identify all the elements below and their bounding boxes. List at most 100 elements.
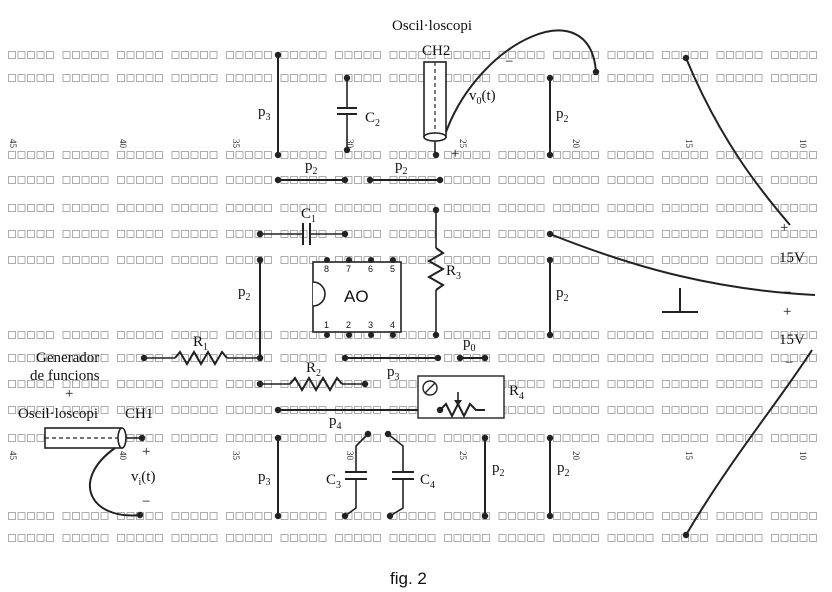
breadboard-hole bbox=[482, 230, 490, 238]
breadboard-hole bbox=[145, 204, 154, 212]
column-number-bottom-25: 25 bbox=[458, 451, 468, 461]
breadboard-hole bbox=[617, 51, 625, 59]
breadboard-hole bbox=[617, 534, 625, 542]
connection-dot bbox=[682, 54, 690, 62]
breadboard-hole bbox=[418, 204, 426, 212]
breadboard-hole bbox=[100, 176, 109, 184]
breadboard-hole bbox=[527, 204, 535, 212]
label-generator-plus: + bbox=[65, 386, 73, 402]
breadboard-hole bbox=[591, 256, 599, 264]
breadboard-hole bbox=[681, 434, 689, 442]
breadboard-hole bbox=[591, 204, 599, 212]
connection-dot bbox=[343, 146, 351, 154]
breadboard-hole bbox=[581, 331, 590, 339]
breadboard-hole bbox=[745, 204, 753, 212]
label-r1: R1 bbox=[193, 334, 208, 353]
breadboard-hole bbox=[389, 74, 398, 82]
label-vi: vi(t) bbox=[131, 469, 155, 488]
breadboard-hole bbox=[373, 380, 381, 388]
breadboard-hole bbox=[46, 230, 54, 238]
breadboard-hole bbox=[335, 151, 343, 159]
breadboard-hole bbox=[626, 74, 635, 82]
breadboard-hole bbox=[681, 176, 689, 184]
breadboard-hole bbox=[100, 534, 109, 542]
breadboard-hole bbox=[726, 204, 734, 212]
breadboard-hole bbox=[190, 512, 199, 520]
breadboard-hole bbox=[780, 354, 789, 362]
breadboard-hole bbox=[344, 534, 353, 542]
breadboard-hole bbox=[27, 176, 35, 184]
breadboard-hole bbox=[145, 380, 154, 388]
breadboard-hole bbox=[126, 176, 135, 184]
breadboard-hole bbox=[8, 434, 16, 442]
breadboard-hole bbox=[171, 534, 180, 542]
connection-dot bbox=[274, 151, 282, 159]
breadboard-hole bbox=[399, 151, 407, 159]
connection-dot bbox=[138, 434, 146, 442]
breadboard-hole bbox=[472, 176, 481, 184]
breadboard-hole bbox=[145, 331, 154, 339]
breadboard-hole bbox=[581, 176, 590, 184]
breadboard-hole bbox=[790, 51, 798, 59]
breadboard-hole bbox=[389, 380, 398, 388]
breadboard-hole bbox=[617, 380, 625, 388]
breadboard-hole bbox=[235, 434, 244, 442]
breadboard-hole bbox=[117, 176, 125, 184]
breadboard-hole bbox=[581, 151, 590, 159]
column-number-bottom-35: 35 bbox=[231, 451, 241, 461]
breadboard-hole bbox=[408, 51, 417, 59]
breadboard-hole bbox=[36, 380, 45, 388]
breadboard-hole bbox=[145, 176, 154, 184]
breadboard-hole bbox=[145, 230, 154, 238]
breadboard-hole bbox=[318, 151, 327, 159]
breadboard-hole bbox=[780, 230, 789, 238]
breadboard-hole bbox=[418, 512, 426, 520]
breadboard-hole bbox=[607, 230, 616, 238]
breadboard-hole bbox=[136, 406, 144, 414]
breadboard-hole bbox=[562, 51, 571, 59]
breadboard-hole bbox=[181, 434, 189, 442]
breadboard-hole bbox=[527, 176, 535, 184]
breadboard-hole bbox=[482, 151, 490, 159]
capacitor-c2 bbox=[337, 78, 357, 150]
breadboard-hole bbox=[399, 74, 407, 82]
breadboard-hole bbox=[72, 176, 80, 184]
breadboard-hole bbox=[671, 230, 680, 238]
breadboard-hole bbox=[671, 434, 680, 442]
breadboard-hole bbox=[27, 406, 35, 414]
breadboard-hole bbox=[745, 176, 753, 184]
breadboard-hole bbox=[27, 204, 35, 212]
breadboard-hole bbox=[553, 434, 561, 442]
breadboard-hole bbox=[290, 434, 298, 442]
breadboard-hole bbox=[17, 256, 26, 264]
breadboard-hole bbox=[607, 406, 616, 414]
breadboard-hole bbox=[309, 512, 317, 520]
breadboard-hole bbox=[226, 534, 234, 542]
breadboard-hole bbox=[235, 406, 244, 414]
breadboard-hole bbox=[399, 331, 407, 339]
breadboard-hole bbox=[745, 380, 753, 388]
breadboard-hole bbox=[681, 230, 689, 238]
breadboard-hole bbox=[344, 204, 353, 212]
breadboard-hole bbox=[799, 512, 808, 520]
breadboard-hole bbox=[790, 256, 798, 264]
breadboard-hole bbox=[636, 534, 644, 542]
breadboard-hole bbox=[508, 176, 516, 184]
breadboard-hole bbox=[780, 176, 789, 184]
breadboard-hole bbox=[607, 151, 616, 159]
breadboard-hole bbox=[264, 204, 272, 212]
breadboard-hole bbox=[100, 51, 109, 59]
label-c1: C1 bbox=[301, 206, 316, 225]
breadboard-hole bbox=[408, 512, 417, 520]
connection-dot bbox=[546, 512, 554, 520]
breadboard-hole bbox=[254, 176, 263, 184]
breadboard-hole bbox=[527, 74, 535, 82]
breadboard-hole bbox=[591, 380, 599, 388]
breadboard-hole bbox=[62, 74, 71, 82]
breadboard-hole bbox=[780, 51, 789, 59]
column-number-top-45: 45 bbox=[8, 139, 18, 149]
breadboard-hole bbox=[716, 331, 725, 339]
breadboard-hole bbox=[527, 331, 535, 339]
breadboard-hole bbox=[498, 331, 507, 339]
breadboard-hole bbox=[508, 534, 516, 542]
